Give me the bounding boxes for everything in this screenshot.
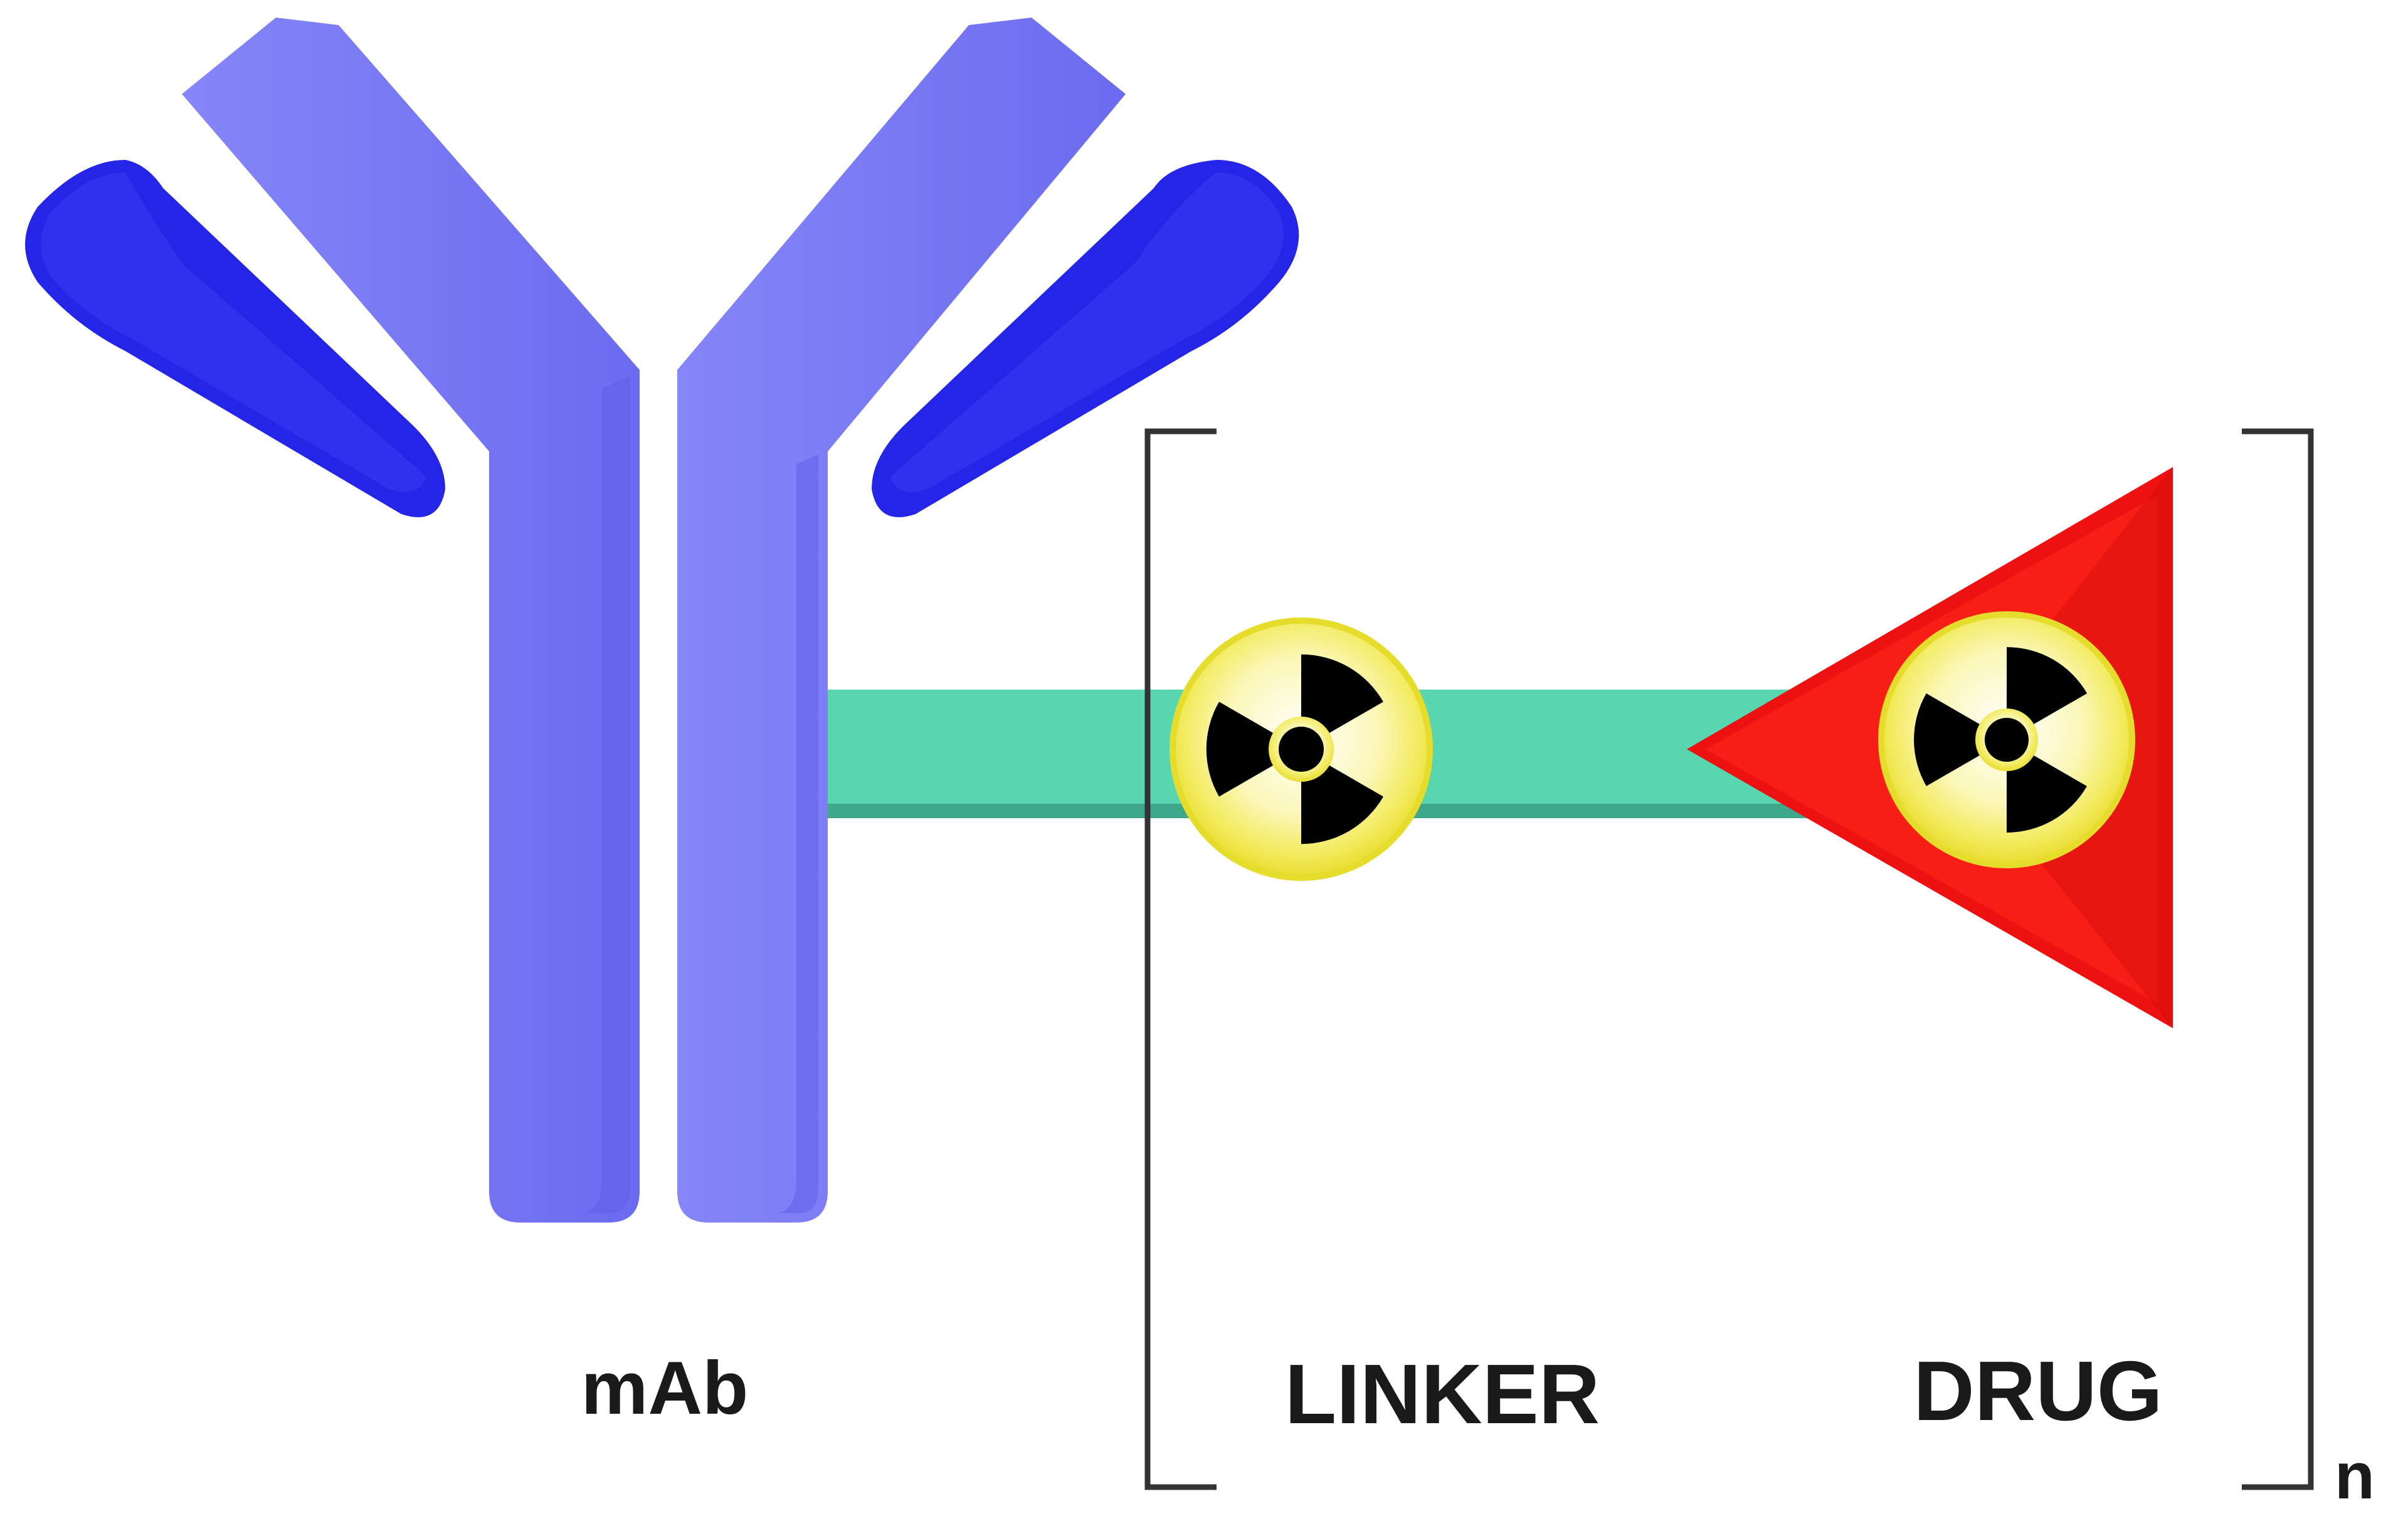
antibody-left-shading [583,376,630,1213]
label-subscript-n: n [2335,1439,2375,1513]
antibody-left-light-chain-highlight [41,172,426,492]
antibody-left-heavy-chain [182,18,640,1223]
antibody-right-heavy-chain [677,18,1126,1223]
antibody-right-light-chain-highlight [890,172,1284,492]
radiation-trefoil-icon [1170,618,1433,881]
antibody-icon [25,18,1299,1223]
drug-radiation-trefoil-icon [1878,611,2135,868]
label-linker: LINKER [1285,1347,1600,1441]
label-drug: DRUG [1913,1344,2163,1438]
antibody-right-shading [778,455,818,1213]
bracket-right [2242,428,2314,1490]
bracket-left [1144,428,1217,1490]
label-mab: mAb [581,1346,749,1430]
